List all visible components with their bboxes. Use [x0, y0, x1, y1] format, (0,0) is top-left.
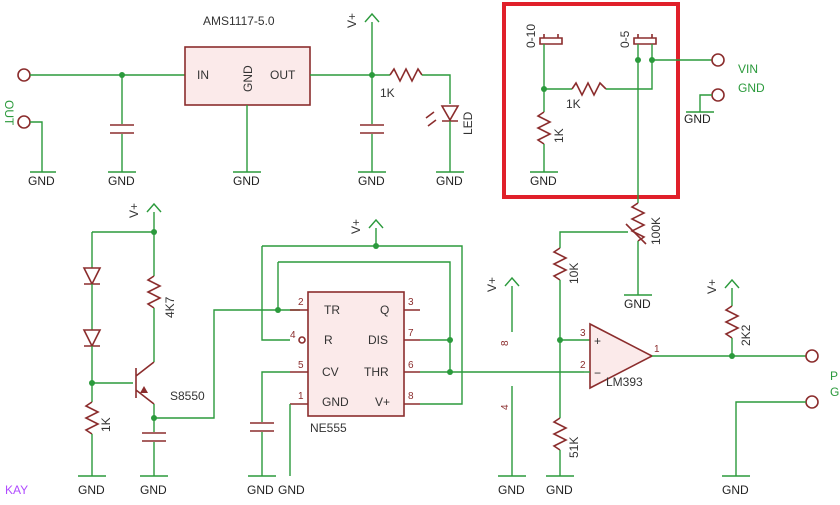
led-symbol: [440, 105, 460, 122]
minus-sign: −: [594, 366, 601, 380]
r2k2-label: 2K2: [739, 324, 753, 346]
pin-number: 3: [408, 297, 414, 308]
gnd-label: GND: [436, 174, 463, 188]
pin-q-label: Q: [380, 303, 389, 317]
gnd-label: GND: [247, 483, 274, 497]
pin-tr-label: TR: [324, 303, 340, 317]
gnd-label: GND: [278, 483, 305, 497]
jumper-05: [633, 34, 657, 45]
resistor-1k-base: [84, 401, 100, 435]
reg-pin-gnd: GND: [241, 65, 255, 92]
jumper-010: [539, 34, 563, 45]
diode-lower: [82, 329, 102, 348]
pin-number: 8: [408, 391, 414, 402]
pin-r-label: R: [324, 333, 333, 347]
resistor-4k7: [146, 275, 162, 309]
regulator-ic: [184, 46, 311, 106]
pin-thr-label: THR: [364, 365, 389, 379]
edge-label-left-bottom: KAY: [5, 483, 28, 497]
pin-number: 2: [298, 297, 304, 308]
pin-number: 1: [654, 344, 660, 355]
pin-number: 6: [408, 360, 414, 371]
input-connector: OUT: [2, 68, 31, 129]
r10k-label: 10K: [567, 263, 581, 284]
gnd-label: GND: [108, 174, 135, 188]
highlight-box: [502, 2, 680, 199]
r51k-label: 51K: [567, 437, 581, 458]
vplus-label: V+: [349, 219, 363, 234]
gnd-label: GND: [140, 483, 167, 497]
resistor-1k-vertical: [536, 111, 552, 145]
pin-number: 7: [408, 328, 414, 339]
ne555-ic: [307, 291, 405, 417]
r4k7-label: 4K7: [163, 296, 177, 318]
pnp-transistor: [135, 361, 155, 405]
resistor-1k-divider: [571, 81, 607, 97]
pin-number: 4: [290, 330, 296, 341]
pin-number: 3: [580, 328, 586, 339]
ne555-label: NE555: [310, 421, 347, 435]
pin-vplus-label: V+: [375, 395, 390, 409]
resistor-10k: [552, 247, 568, 281]
pot-100k-label: 100K: [649, 217, 663, 245]
edge-label-left-top: OUT: [2, 100, 16, 126]
potentiometer-100k: [630, 202, 646, 242]
vin-label: VIN: [738, 62, 758, 76]
lm393-comparator: [589, 322, 654, 390]
pin-number: 5: [298, 360, 304, 371]
resistor-2k2: [724, 305, 740, 339]
gnd-green-label: GND: [738, 81, 765, 95]
vplus-label: V+: [345, 13, 359, 28]
gnd-label: GND: [498, 483, 525, 497]
gnd-label: GND: [684, 112, 711, 126]
vplus-label: V+: [705, 279, 719, 294]
r1k-vertical-label: 1K: [552, 128, 566, 143]
gnd-label: GND: [28, 174, 55, 188]
pin-number: 2: [580, 360, 586, 371]
vplus-label: V+: [485, 277, 499, 292]
pin-number: 1: [298, 391, 304, 402]
r1k-divider-label: 1K: [566, 97, 581, 111]
r1k-label: 1K: [380, 86, 395, 100]
gnd-label: GND: [358, 174, 385, 188]
pin-number: 4: [500, 404, 511, 410]
gnd-label: GND: [624, 297, 651, 311]
gnd-label: GND: [722, 483, 749, 497]
transistor-label: S8550: [170, 389, 205, 403]
pin-cv-label: CV: [322, 365, 339, 379]
gnd-label: GND: [546, 483, 573, 497]
led-label: LED: [461, 111, 475, 135]
resistor-51k: [552, 417, 568, 451]
pin-dis-label: DIS: [368, 333, 388, 347]
plus-sign: +: [594, 334, 601, 348]
vplus-label: V+: [127, 203, 141, 218]
edge-label-right-top: P: [830, 369, 838, 383]
range-05-label: 0-5: [618, 30, 632, 48]
lm393-label: LM393: [606, 375, 643, 389]
resistor-1k-led: [389, 67, 423, 83]
pin-number: 8: [500, 340, 511, 346]
reg-pin-in: IN: [197, 68, 209, 82]
gnd-label: GND: [530, 174, 557, 188]
gnd-label: GND: [78, 483, 105, 497]
reg-pin-out: OUT: [270, 68, 296, 82]
diode-upper: [82, 267, 102, 286]
regulator-label: AMS1117-5.0: [203, 14, 275, 28]
range-010-label: 0-10: [524, 24, 538, 48]
r1k-base-label: 1K: [99, 417, 113, 432]
pin-gnd-label: GND: [322, 395, 349, 409]
edge-label-right-bottom: G: [830, 385, 839, 399]
gnd-label: GND: [233, 174, 260, 188]
